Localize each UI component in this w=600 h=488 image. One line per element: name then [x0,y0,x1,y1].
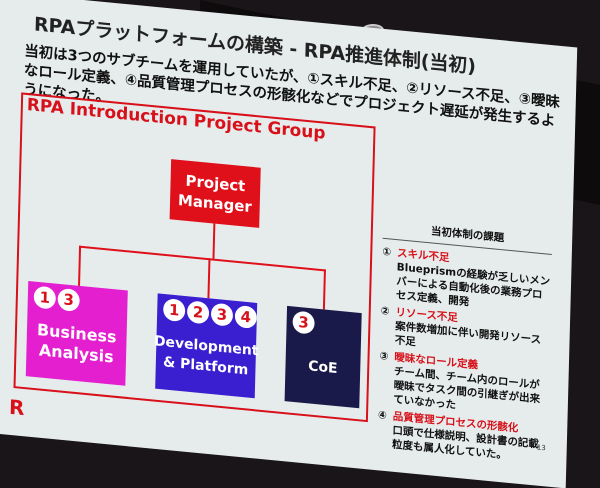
issue-number-badge: 4 [234,304,258,330]
page-number: 13 [536,443,546,453]
team-name: Development & Platform [153,332,259,378]
team-name: CoE [308,357,338,377]
issue-num: ② [380,304,390,318]
issue-num: ③ [379,349,389,363]
issue-num: ④ [377,409,388,422]
issue-number-badge: 3 [292,310,315,335]
issue-number-badge: 1 [33,285,57,310]
connector [78,245,82,286]
connector [212,223,216,259]
connector [322,269,326,310]
issue-number-badge: 3 [57,287,80,313]
issue-number-badge: 3 [210,302,234,327]
connector [207,258,211,299]
issue-number-badge: 2 [186,300,210,325]
team-coe: 3 CoE [284,305,362,409]
project-manager-box: Project Manager [169,159,261,228]
issue-number-badge: 1 [162,298,186,323]
team-name: Business Analysis [36,319,117,367]
issue-num: ① [382,245,392,259]
rakuten-logo: R [8,394,25,421]
project-group: RPA Introduction Project Group Project M… [13,92,376,423]
connector [79,245,326,272]
presentation-slide: RPAプラットフォームの構築 - RPA推進体制(当初) 当初は3つのサブチーム… [0,0,578,488]
